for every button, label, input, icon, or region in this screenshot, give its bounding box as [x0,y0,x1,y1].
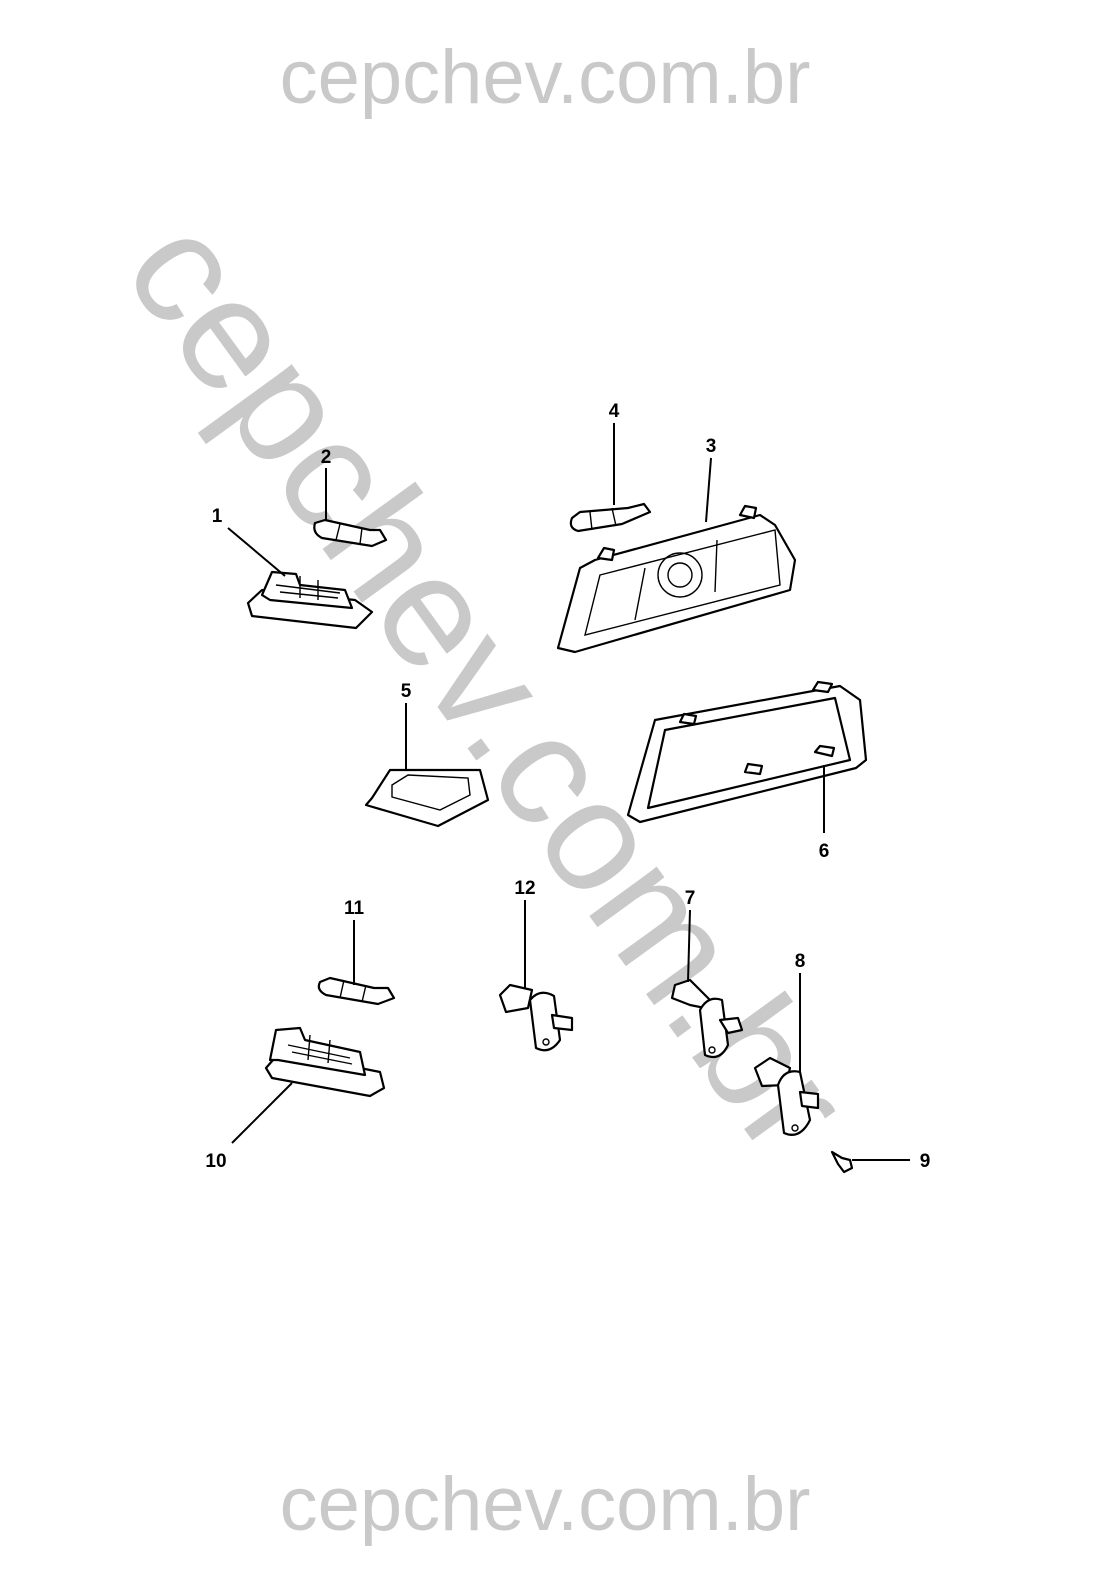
part-9-screw [830,1150,854,1174]
leader-line-7 [687,909,691,983]
part-7-door-switch [670,978,744,1059]
part-10-lamp-housing [264,1026,386,1098]
watermark-diagonal: cepchev.com.br [92,187,883,1183]
part-4-bulb [569,502,652,533]
part-6-gasket [626,680,868,824]
part-2-bulb [313,518,388,548]
leader-line-3 [705,457,712,523]
callout-6: 6 [819,841,830,862]
callout-7: 7 [685,888,696,909]
callout-2: 2 [321,447,332,468]
leader-line-10 [231,1082,293,1144]
callout-11: 11 [344,898,365,919]
leader-line-1 [227,527,286,577]
callout-10: 10 [205,1151,226,1172]
part-11-bulb [317,976,396,1006]
callout-12: 12 [514,878,535,899]
part-5-small-frame [364,768,490,828]
callout-3: 3 [706,436,717,457]
watermark-top: cepchev.com.br [280,35,811,120]
part-8-door-switch [753,1056,820,1136]
callout-1: 1 [212,506,223,527]
callout-9: 9 [920,1151,931,1172]
callout-5: 5 [401,681,412,702]
callout-8: 8 [795,951,806,972]
part-3-lamp-lens [556,504,797,654]
part-1-lamp-housing [246,570,374,630]
callout-4: 4 [609,401,620,422]
part-12-door-switch [498,983,574,1052]
watermark-bottom: cepchev.com.br [280,1462,811,1547]
